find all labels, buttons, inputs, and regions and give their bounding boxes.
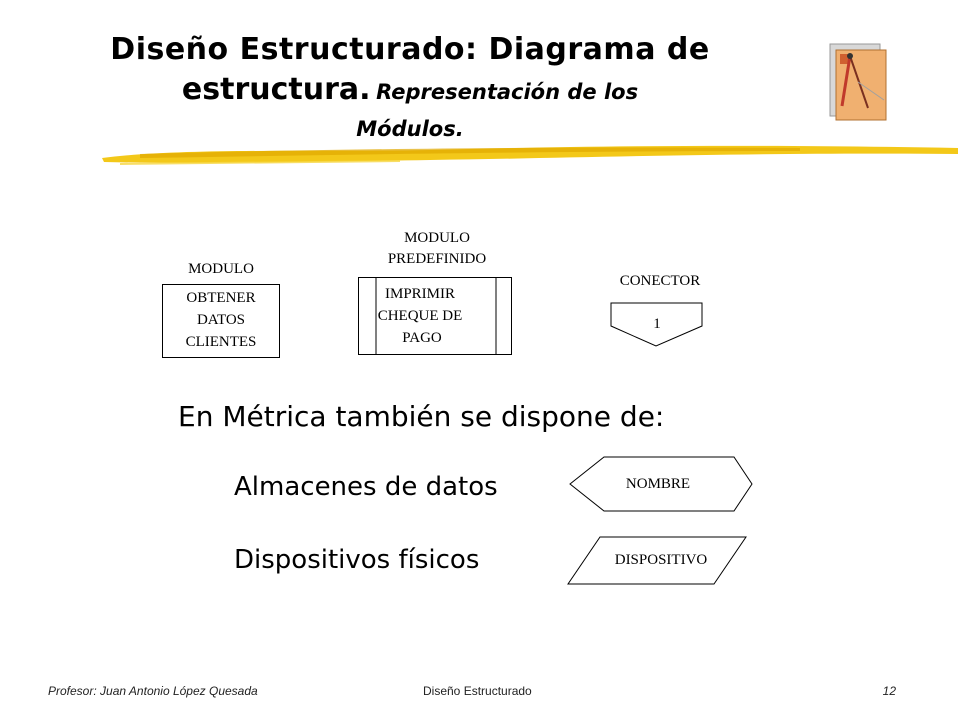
predefinido-caption-line-2: PREDEFINIDO — [387, 251, 487, 267]
modulo-line-1: OBTENER — [186, 290, 256, 306]
modulo-line-3: CLIENTES — [185, 334, 257, 350]
highlighter-stroke — [100, 138, 960, 168]
footer-subject: Diseño Estructurado — [423, 684, 532, 698]
predefinido-line-2: CHEQUE DE — [377, 308, 463, 324]
modulo-text: OBTENER DATOS CLIENTES — [163, 285, 279, 353]
predefinido-text: IMPRIMIR CHEQUE DE PAGO — [358, 283, 534, 349]
title-line-2: estructura. Representación de los — [182, 72, 638, 107]
almacen-text: NOMBRE — [625, 476, 691, 492]
dispositivo-shape: DISPOSITIVO — [566, 536, 748, 586]
compass-icon — [828, 42, 888, 122]
dispositivos-label: Dispositivos físicos — [234, 545, 480, 575]
predefinido-caption-line-1: MODULO — [404, 230, 470, 246]
slide-title: Diseño Estructurado: Diagrama de estruct… — [60, 30, 760, 144]
metrica-heading: En Métrica también se dispone de: — [178, 400, 665, 433]
title-line-2-bold: estructura. — [181, 72, 371, 107]
almacenes-label: Almacenes de datos — [234, 472, 498, 502]
modulo-line-2: DATOS — [196, 312, 246, 328]
dispositivo-text: DISPOSITIVO — [614, 552, 708, 568]
predefinido-line-3: PAGO — [402, 330, 442, 346]
predefinido-caption: MODULO PREDEFINIDO — [352, 228, 522, 270]
title-line-1: Diseño Estructurado: Diagrama de — [110, 32, 710, 67]
predefinido-box: IMPRIMIR CHEQUE DE PAGO — [358, 277, 512, 355]
conector-value: 1 — [653, 316, 661, 332]
almacen-shape: NOMBRE — [568, 456, 754, 512]
predefinido-line-1: IMPRIMIR — [384, 286, 455, 302]
title-line-2-italic: Representación de los — [376, 80, 639, 104]
footer-author: Profesor: Juan Antonio López Quesada — [48, 684, 258, 698]
footer-page-number: 12 — [882, 684, 896, 698]
modulo-box: OBTENER DATOS CLIENTES — [162, 284, 280, 358]
conector-caption: CONECTOR — [619, 273, 701, 289]
modulo-caption: MODULO — [188, 261, 254, 277]
title-line-3: Módulos. — [356, 117, 464, 141]
conector-shape: 1 — [610, 302, 704, 348]
